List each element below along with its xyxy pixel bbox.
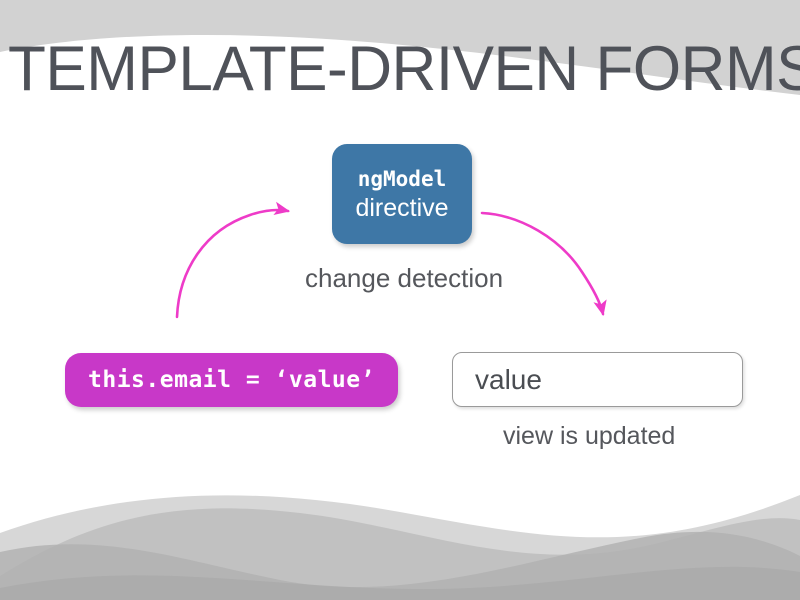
ngmodel-code-label: ngModel xyxy=(357,166,447,191)
value-input-field[interactable]: value xyxy=(452,352,743,407)
wave-layer-accent xyxy=(0,566,800,600)
value-input-text: value xyxy=(475,363,542,395)
model-to-directive-arrow xyxy=(175,201,291,319)
change-detection-caption: change detection xyxy=(305,263,504,293)
wave-layer-dark xyxy=(0,531,800,600)
wave-layer-mid xyxy=(0,508,800,600)
wave-layer-light xyxy=(0,495,800,600)
view-updated-caption: view is updated xyxy=(503,422,676,450)
model-assignment-box[interactable]: this.email = ‘value’ xyxy=(65,353,398,407)
bottom-wave-group xyxy=(0,495,800,600)
page-title: TEMPLATE-DRIVEN FORMS xyxy=(8,34,800,104)
ngmodel-sub-label: directive xyxy=(355,193,449,222)
ngmodel-directive-box[interactable]: ngModel directive xyxy=(332,144,472,244)
model-assignment-code: this.email = ‘value’ xyxy=(88,367,375,393)
